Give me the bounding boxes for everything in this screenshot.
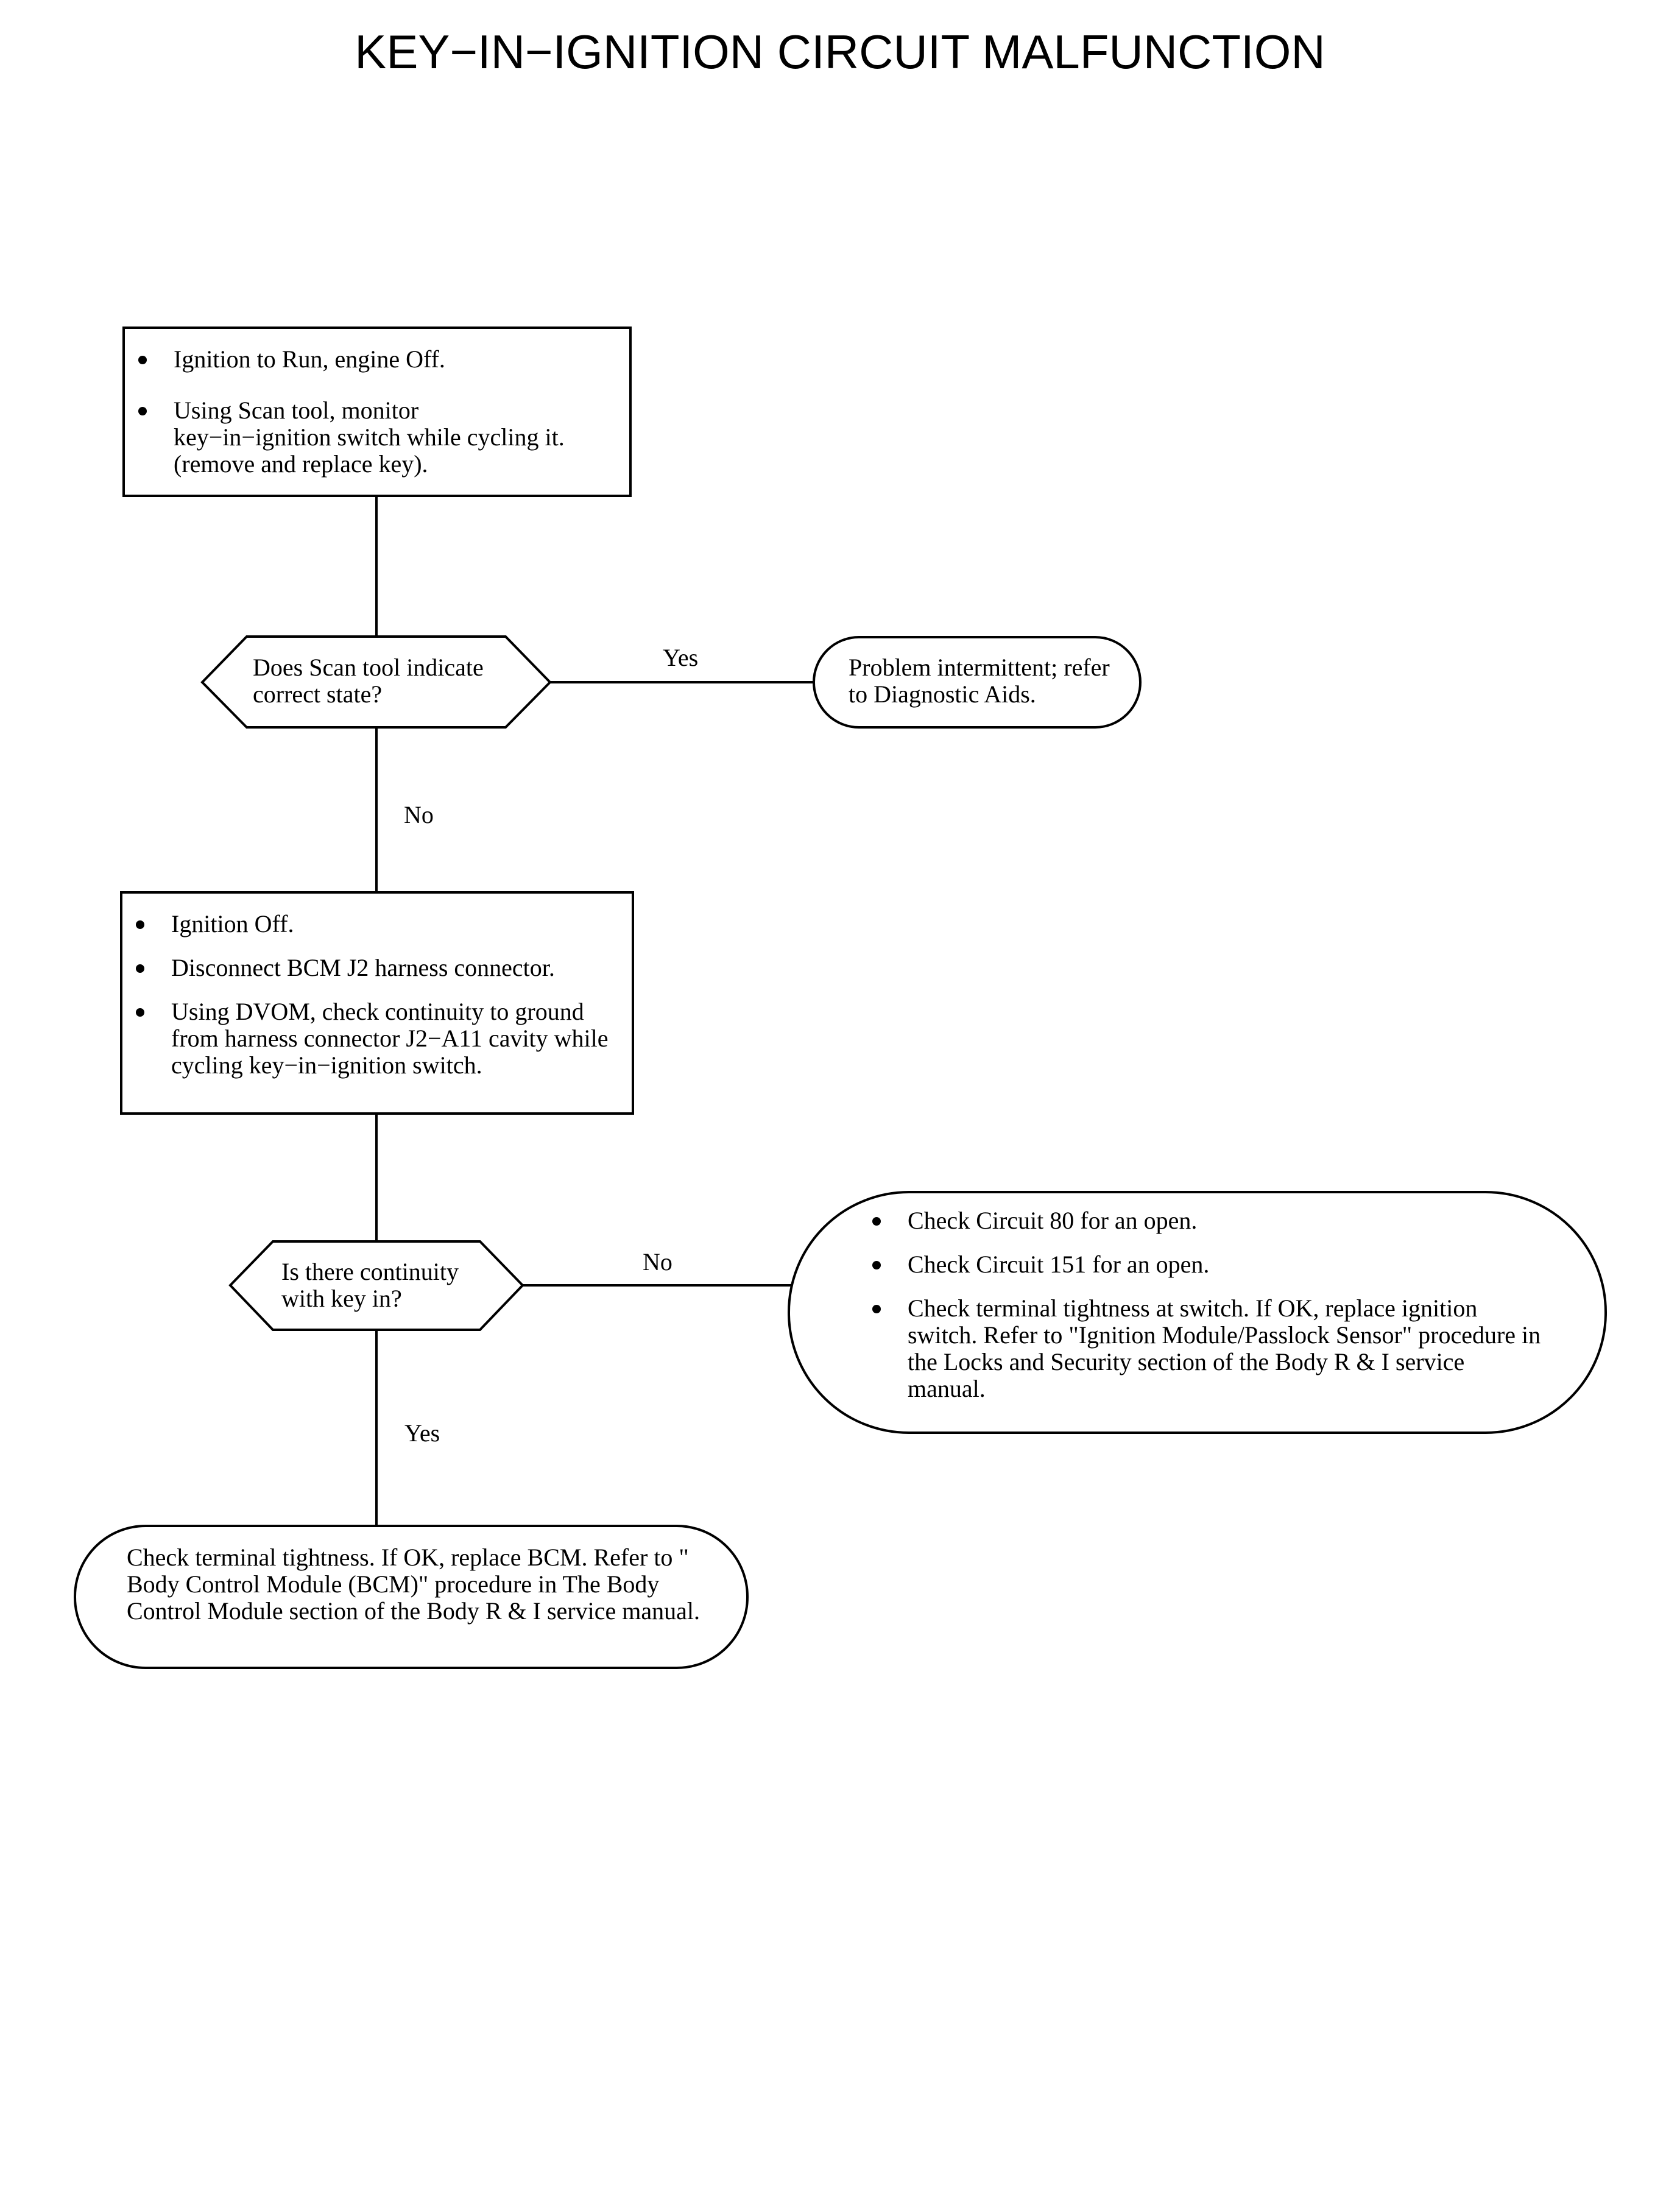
- decision2-hexagon: [228, 1240, 524, 1331]
- step1-content: Ignition to Run, engine Off. Using Scan …: [125, 346, 624, 478]
- decision1-hexagon: [200, 635, 552, 729]
- result2-item: Check Circuit 80 for an open.: [859, 1207, 1529, 1234]
- result3-text: Check terminal tightness. If OK, replace…: [127, 1544, 700, 1625]
- decision2-text: Is there continuity with key in?: [281, 1258, 459, 1312]
- step1-item: Ignition to Run, engine Off.: [125, 346, 624, 373]
- step2-box: [120, 891, 634, 1115]
- edge-label-decision1-yes: Yes: [663, 644, 699, 671]
- step2-item: Disconnect BCM J2 harness connector.: [122, 955, 628, 981]
- result2-content: Check Circuit 80 for an open. Check Circ…: [859, 1207, 1541, 1402]
- step1-item: Using Scan tool, monitor key−in−ignition…: [125, 397, 570, 478]
- step2-item: Ignition Off.: [122, 911, 628, 937]
- result2-terminal: [788, 1191, 1607, 1434]
- result3-terminal: [74, 1525, 749, 1669]
- step1-box: [122, 327, 632, 497]
- edge-label-decision2-no: No: [643, 1248, 672, 1276]
- page-title: KEY−IN−IGNITION CIRCUIT MALFUNCTION: [355, 25, 1325, 79]
- step2-item: Using DVOM, check continuity to ground f…: [122, 998, 625, 1079]
- result2-item: Check Circuit 151 for an open.: [859, 1251, 1529, 1278]
- result1-terminal: [813, 636, 1142, 729]
- edge-label-decision2-yes: Yes: [404, 1419, 440, 1447]
- edge-label-decision1-no: No: [404, 801, 434, 828]
- decision1-text: Does Scan tool indicate correct state?: [253, 654, 484, 708]
- step2-content: Ignition Off. Disconnect BCM J2 harness …: [122, 911, 628, 1079]
- result1-text: Problem intermittent; refer to Diagnosti…: [849, 654, 1110, 708]
- result2-item: Check terminal tightness at switch. If O…: [859, 1295, 1547, 1402]
